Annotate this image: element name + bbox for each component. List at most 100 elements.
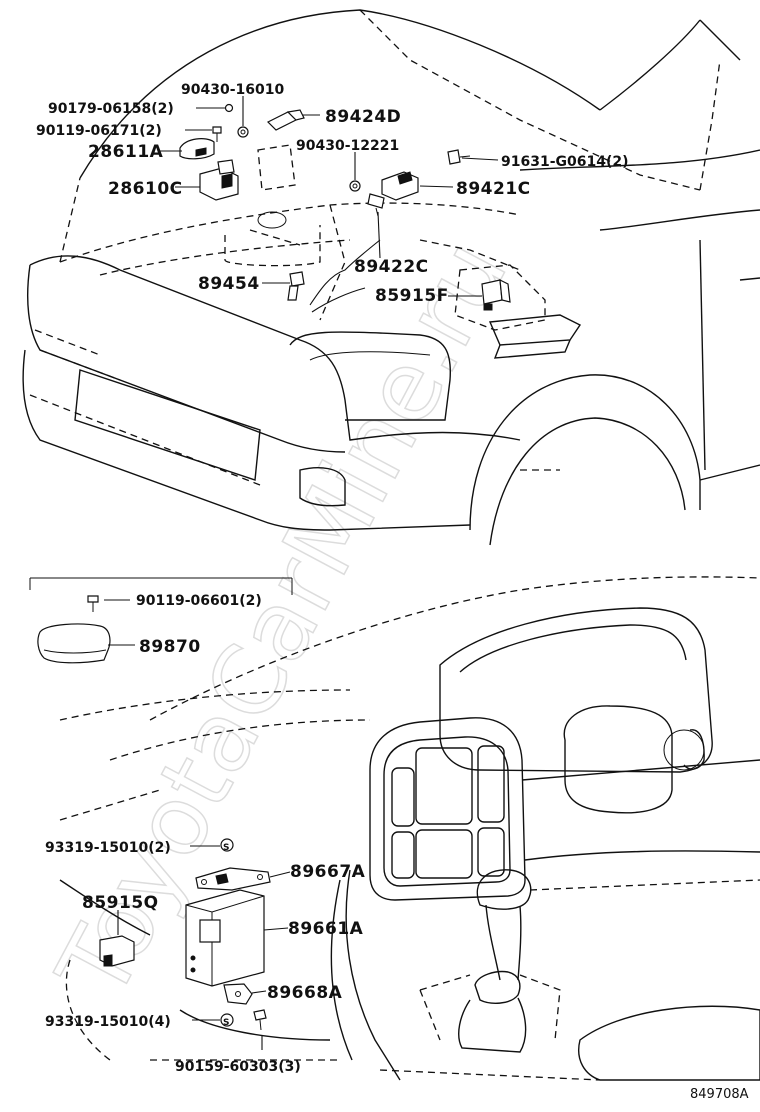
- bay-dash-a: [249, 229, 301, 246]
- door-front-edge: [699, 239, 706, 471]
- dashboard-illustration: [59, 576, 760, 1081]
- label-89422C: 89422C: [354, 257, 429, 277]
- washer-cap: [257, 211, 287, 229]
- label-90179-06158: 90179-06158(2): [48, 101, 174, 117]
- bracket-89668A: [223, 983, 253, 1005]
- instrument-cluster-hood: [439, 607, 713, 773]
- fender-top: [519, 149, 760, 171]
- vehicle-front-illustration: [22, 9, 760, 546]
- relay-block-outline: [257, 144, 296, 191]
- relay-85915F: [481, 278, 511, 311]
- vent-center-left: [415, 747, 473, 825]
- panel-right-lower: [477, 827, 505, 877]
- a-pillar: [599, 19, 701, 111]
- bolt-90119-06601: [87, 595, 99, 612]
- label-85915Q: 85915Q: [82, 893, 159, 913]
- roof-line: [699, 19, 741, 61]
- dash-right-dash: [529, 879, 760, 891]
- upper-labels: 90430-16010 90179-06158(2) 89424D 90119-…: [36, 82, 629, 306]
- bracket-89667A: [195, 867, 271, 891]
- dash-left-rib: [59, 789, 161, 821]
- door-line: [739, 277, 760, 281]
- label-90159-60303: 90159-60303(3): [175, 1059, 301, 1075]
- rocker-line: [699, 464, 760, 481]
- sensor-89454: [287, 271, 305, 301]
- sensor-89424D: [266, 109, 305, 131]
- windshield-edge: [699, 59, 721, 191]
- hood-edge-left: [59, 177, 81, 263]
- svg-text:S: S: [223, 843, 229, 853]
- upper-parts: [179, 103, 511, 311]
- label-90119-06171: 90119-06171(2): [36, 123, 162, 139]
- harness-a: [309, 239, 381, 306]
- console-frame-outer: [369, 717, 526, 901]
- bumper-outline: [22, 349, 471, 531]
- bumper-dash: [29, 394, 261, 486]
- label-90430-12221: 90430-12221: [296, 138, 399, 154]
- harness-b: [311, 287, 366, 313]
- hood-outline: [79, 9, 601, 179]
- ecu-connector: [199, 919, 221, 943]
- cluster-hood-inner: [459, 624, 687, 673]
- dash-top-line: [149, 576, 760, 721]
- label-89424D: 89424D: [325, 107, 401, 127]
- bracket-mount: [488, 314, 582, 346]
- label-89667A: 89667A: [290, 862, 366, 882]
- bay-divider: [319, 204, 346, 321]
- shift-knob-lower: [474, 970, 521, 1004]
- relay-28610C: [199, 159, 239, 201]
- bolt-90119-06171: [212, 126, 222, 142]
- vent-center-right: [477, 745, 505, 823]
- label-89421C: 89421C: [456, 179, 531, 199]
- side-vent: [683, 729, 705, 770]
- bolt-91631-G0614: [447, 149, 471, 165]
- sensor-89422C: [367, 193, 385, 217]
- bracket-box: [454, 264, 546, 331]
- knee-panel-a: [59, 879, 151, 936]
- label-89454: 89454: [198, 274, 260, 294]
- dash-lower-left: [59, 689, 351, 721]
- console-frame-inner: [383, 736, 511, 887]
- engine-bay-front: [59, 202, 521, 263]
- floor-curve: [179, 1009, 331, 1041]
- headlight-outline: [289, 331, 452, 421]
- washer-tank: [224, 225, 321, 267]
- headlight-inner: [309, 351, 431, 361]
- hood-rear-line: [359, 9, 701, 191]
- label-28611A: 28611A: [88, 142, 164, 162]
- wheel-arch-outer: [469, 374, 701, 531]
- lower-labels: 93319-15010(2) 89667A 85915Q 89661A 8966…: [45, 840, 366, 1075]
- console-base: [379, 1069, 601, 1081]
- nut-93319-15010-upper: S: [220, 838, 234, 853]
- inset-box-89870: 90119-06601(2) 89870: [29, 577, 293, 664]
- label-28610C: 28610C: [108, 179, 183, 199]
- label-90119-06601: 90119-06601(2): [136, 593, 262, 609]
- engine-bay-inner: [99, 239, 351, 276]
- label-89870: 89870: [139, 637, 201, 657]
- lower-parts: S S: [99, 838, 271, 1031]
- wheel-arch-inner: [489, 417, 686, 546]
- front-upper-edge: [29, 255, 521, 441]
- cover-28611A: [179, 138, 215, 160]
- nut-93319-15010-lower: S: [220, 1013, 234, 1028]
- bay-dash-b: [419, 239, 521, 271]
- label-85915F: 85915F: [375, 286, 449, 306]
- label-89661A: 89661A: [288, 919, 364, 939]
- shift-lever: [485, 904, 522, 981]
- vent-left-lower: [391, 831, 415, 879]
- upper-leaders: [160, 96, 499, 297]
- label-89668A: 89668A: [267, 983, 343, 1003]
- vent-left-upper: [391, 767, 415, 827]
- grille-line-b: [39, 349, 121, 381]
- label-90430-16010: 90430-16010: [181, 82, 284, 98]
- seat-edge: [578, 1005, 760, 1081]
- svg-text:S: S: [223, 1018, 229, 1028]
- dash-right-lower: [524, 850, 760, 861]
- side-vent-ring: [663, 729, 705, 771]
- panel-center-lower: [415, 829, 473, 879]
- label-93319-15010-4: 93319-15010(4): [45, 1014, 171, 1030]
- lower-leaders: [117, 845, 291, 1050]
- ecu-89661A: [185, 889, 265, 987]
